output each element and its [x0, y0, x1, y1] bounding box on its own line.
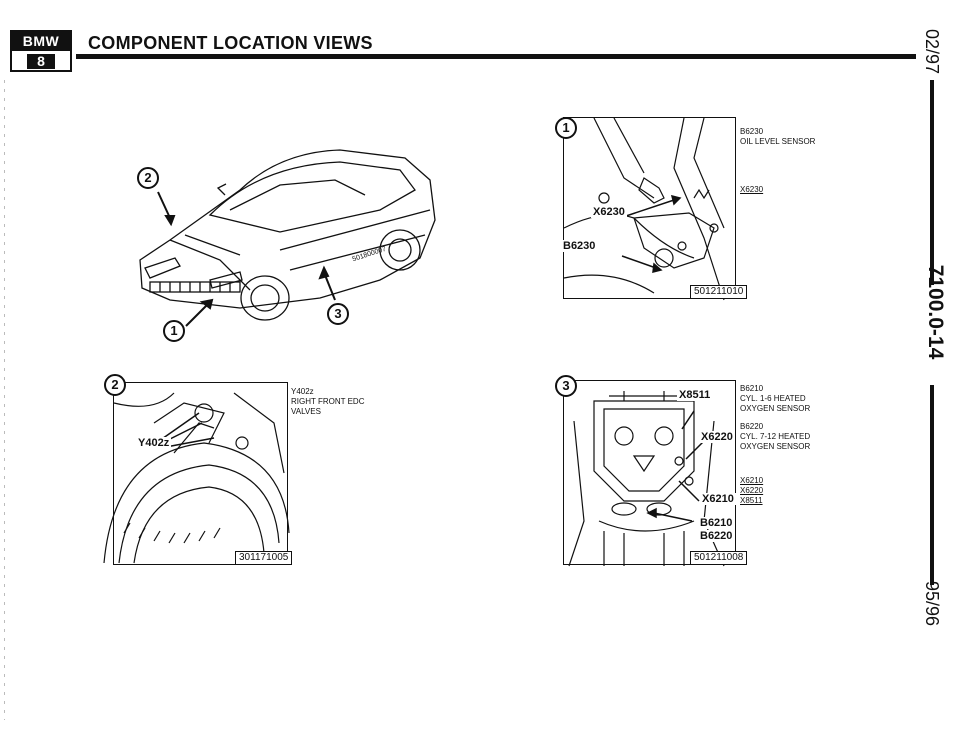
legend-line: VALVES	[291, 407, 321, 416]
panel-3-callout: 3	[555, 375, 577, 397]
connector-code: X6220	[740, 486, 764, 495]
component-tag-x6210: X6210	[700, 493, 736, 505]
legend-code: B6220	[740, 422, 764, 431]
panel-2-legend: Y402z RIGHT FRONT EDC VALVES	[291, 387, 364, 417]
car-drawing	[139, 149, 436, 327]
legend-line: OXYGEN SENSOR	[740, 442, 811, 451]
connector-code: X6210	[740, 476, 764, 485]
legend-code: X6230	[740, 185, 764, 194]
legend-code: B6210	[740, 384, 764, 393]
callout-3: 3	[327, 303, 349, 325]
component-tag-x6230: X6230	[591, 206, 627, 218]
callout-2: 2	[137, 167, 159, 189]
panel-2-frame: Y402z 301171005	[103, 382, 293, 565]
component-tag-x6220: X6220	[699, 431, 735, 443]
date-top: 02/97	[922, 29, 942, 75]
connector-code: X8511	[740, 496, 763, 505]
oil-sensor-drawing	[563, 117, 725, 301]
legend-line: CYL. 7-12 HEATED	[740, 432, 811, 441]
panel-1-callout: 1	[555, 117, 577, 139]
car-overview-figure: 2 1 3 501800007	[130, 140, 460, 360]
margin-rule-bottom	[930, 385, 934, 585]
component-tag-y402z: Y402z	[136, 437, 172, 449]
callout-1: 1	[163, 320, 185, 342]
legend-code: Y402z	[291, 387, 314, 396]
figure-code: 501211010	[690, 285, 748, 299]
panel-1-legend: B6230 OIL LEVEL SENSOR X6230	[740, 127, 815, 195]
figure-code: 501211008	[690, 551, 748, 565]
legend-line: CYL. 1-6 HEATED	[740, 394, 806, 403]
component-tag-x8511: X8511	[677, 389, 713, 401]
component-tag-b6230: B6230	[561, 240, 598, 252]
component-tag-b6210: B6210	[698, 517, 735, 529]
panel-3-legend: B6210 CYL. 1-6 HEATED OXYGEN SENSOR B622…	[740, 384, 810, 506]
legend-line: RIGHT FRONT EDC	[291, 397, 365, 406]
page-title: COMPONENT LOCATION VIEWS	[88, 33, 373, 53]
legend-code: B6230	[740, 127, 764, 136]
wheel-drawing	[103, 392, 290, 564]
legend-line: OIL LEVEL SENSOR	[740, 137, 816, 146]
margin-rule-top	[930, 80, 934, 285]
title-rule	[76, 54, 916, 59]
logo-series-text: 8	[27, 54, 55, 69]
component-tag-b6220: B6220	[698, 530, 735, 542]
panel-1-frame: X6230 B6230 501211010	[561, 117, 748, 301]
date-bottom: 95/96	[922, 581, 942, 627]
binding-margin	[4, 80, 5, 720]
figure-code: 301171005	[235, 551, 293, 565]
page-number: 7100.0-14	[924, 264, 947, 360]
panel-3-frame: X8511 X6220 X6210 B6210 B6220 501211008	[563, 380, 748, 567]
panel-2-callout: 2	[104, 374, 126, 396]
bmw-logo: BMW 8	[10, 30, 72, 72]
legend-line: OXYGEN SENSOR	[740, 404, 811, 413]
logo-brand-text: BMW	[12, 32, 70, 51]
